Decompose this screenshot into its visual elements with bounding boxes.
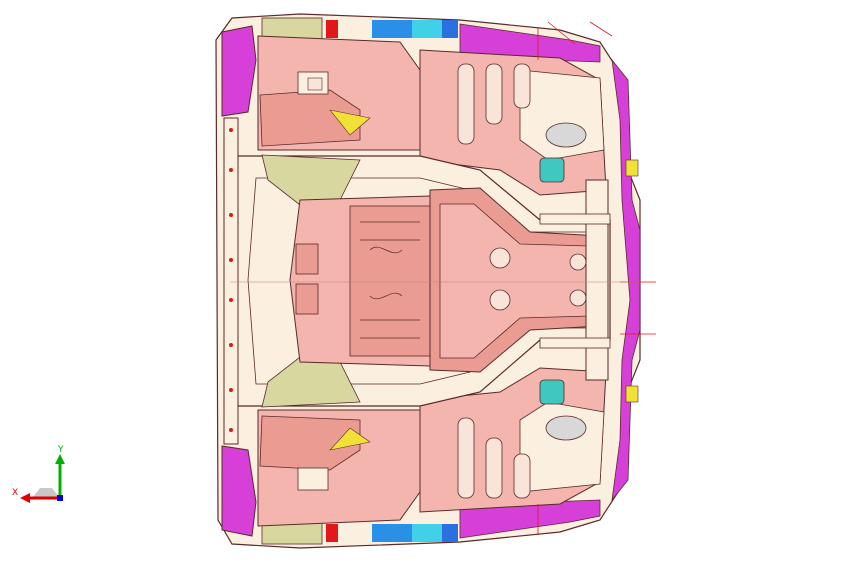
top-trim-blue-2 bbox=[442, 20, 458, 38]
lower-left-yellow-bracket bbox=[329, 427, 371, 451]
left-bracket-lower bbox=[295, 283, 319, 315]
triad-x-arrow bbox=[20, 493, 30, 503]
left-bottom-fender bbox=[221, 445, 257, 537]
top-trim-blue bbox=[372, 20, 412, 38]
lower-right-pale bbox=[519, 401, 605, 493]
cross-member bbox=[585, 179, 609, 381]
right-magenta-edge bbox=[611, 58, 641, 502]
triad-z-plane bbox=[32, 488, 60, 498]
upper-oval-hole bbox=[545, 122, 587, 148]
left-bracket-upper bbox=[295, 243, 319, 275]
tunnel-hole-3 bbox=[569, 253, 587, 271]
lower-left-seat-salmon bbox=[259, 415, 361, 471]
right-yellow-bracket-bottom bbox=[625, 385, 639, 403]
tunnel-hole-2 bbox=[489, 289, 511, 311]
left-rail-holes bbox=[229, 128, 233, 432]
rear-floor-ribs bbox=[360, 221, 420, 339]
bottom-trim-blue-2 bbox=[442, 524, 458, 542]
triad-y-arrow bbox=[55, 454, 65, 464]
lower-oval-hole bbox=[545, 415, 587, 441]
tunnel-hole-4 bbox=[569, 289, 587, 307]
cross-member-upper-bar bbox=[539, 213, 611, 225]
orientation-triad[interactable]: Y X bbox=[12, 440, 82, 510]
left-rail bbox=[223, 117, 239, 445]
right-yellow-bracket-top bbox=[625, 159, 639, 177]
bottom-trim-blue bbox=[372, 524, 412, 542]
lower-slots bbox=[457, 417, 531, 499]
upper-left-yellow-bracket bbox=[329, 109, 371, 136]
lower-teal-mount bbox=[539, 379, 565, 405]
triad-y-label: Y bbox=[57, 445, 64, 455]
triad-x-label: X bbox=[12, 488, 18, 498]
upper-teal-mount bbox=[539, 157, 565, 183]
top-trim-cyan bbox=[412, 20, 442, 38]
upper-left-small-box bbox=[307, 77, 323, 91]
bottom-trim-cyan bbox=[412, 524, 442, 542]
left-top-fender bbox=[221, 25, 257, 117]
cross-member-lower-bar bbox=[539, 337, 611, 349]
triad-z-axis bbox=[57, 495, 63, 501]
rear-floor-salmon bbox=[349, 205, 431, 357]
bottom-trim-red bbox=[326, 524, 338, 542]
upper-slots bbox=[457, 63, 531, 145]
top-trim-red bbox=[326, 20, 338, 38]
lower-left-box bbox=[297, 467, 329, 491]
tunnel-hole-1 bbox=[489, 247, 511, 269]
